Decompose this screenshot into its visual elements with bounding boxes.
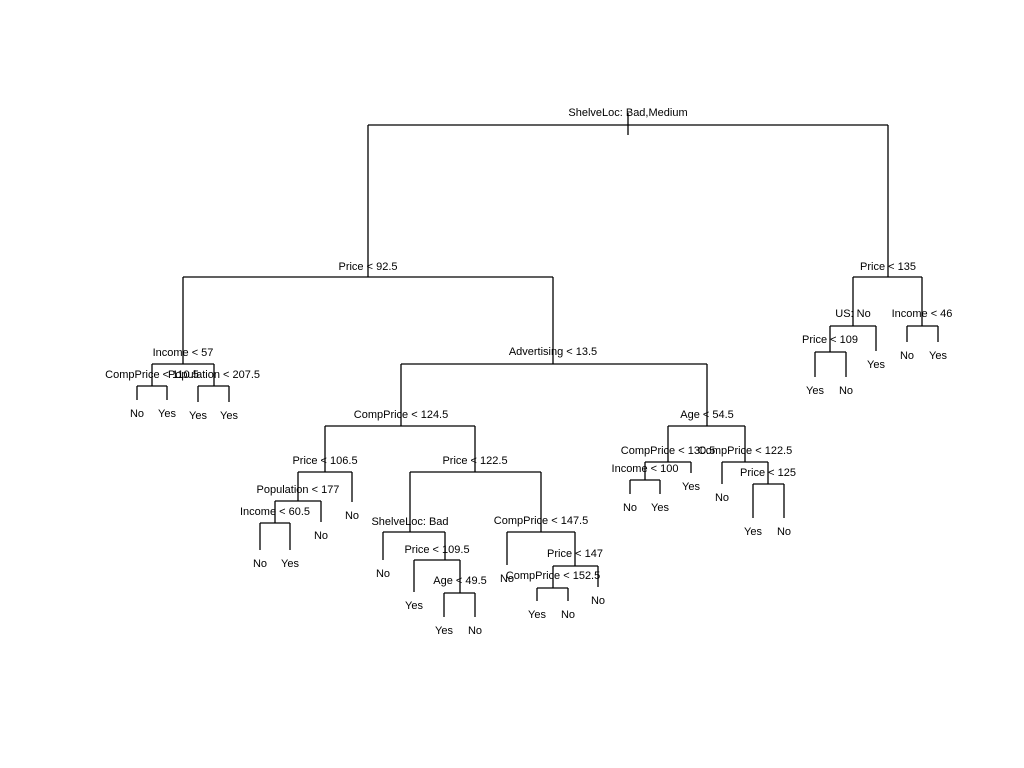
leaf-label: Yes [528, 609, 546, 621]
leaf-label: Yes [220, 410, 238, 422]
split-label-compprice-147-5: CompPrice < 147.5 [494, 515, 588, 527]
split-label-population-177: Population < 177 [257, 484, 340, 496]
leaf-label: Yes [281, 558, 299, 570]
split-label-income-100: Income < 100 [612, 463, 679, 475]
leaf-label: Yes [435, 625, 453, 637]
split-label-price-109-5: Price < 109.5 [404, 544, 469, 556]
split-label-age-49-5: Age < 49.5 [433, 575, 487, 587]
leaf-label: No [561, 609, 575, 621]
split-label-price-106-5: Price < 106.5 [292, 455, 357, 467]
split-label-compprice-124-5: CompPrice < 124.5 [354, 409, 448, 421]
split-label-price-109: Price < 109 [802, 334, 858, 346]
leaf-label: Yes [158, 408, 176, 420]
leaf-label: No [376, 568, 390, 580]
leaf-label: Yes [651, 502, 669, 514]
leaf-label: No [591, 595, 605, 607]
leaf-label: No [715, 492, 729, 504]
split-label-income-57: Income < 57 [153, 347, 214, 359]
split-label-advertising-13-5: Advertising < 13.5 [509, 346, 597, 358]
split-label-shelveloc-bad: ShelveLoc: Bad [371, 516, 448, 528]
leaf-label: No [468, 625, 482, 637]
split-label-compprice-122-5: CompPrice < 122.5 [698, 445, 792, 457]
leaf-label: No [314, 530, 328, 542]
leaf-label: No [345, 510, 359, 522]
leaf-label: No [777, 526, 791, 538]
leaf-label: No [130, 408, 144, 420]
leaf-label: No [900, 350, 914, 362]
split-label-compprice-110-5: CompPrice < 110.5 [105, 369, 199, 381]
leaf-label: No [500, 573, 514, 585]
split-label-population-207-5: Population < 207.5 [168, 369, 260, 381]
split-label-price-122-5: Price < 122.5 [442, 455, 507, 467]
leaf-label: Yes [929, 350, 947, 362]
split-label-price-135: Price < 135 [860, 261, 916, 273]
split-label-compprice-152-5: CompPrice < 152.5 [506, 570, 600, 582]
leaf-label: No [839, 385, 853, 397]
split-label-income-46: Income < 46 [892, 308, 953, 320]
leaf-label: Yes [744, 526, 762, 538]
leaf-label: No [253, 558, 267, 570]
leaf-label: Yes [405, 600, 423, 612]
split-label-income-60-5: Income < 60.5 [240, 506, 310, 518]
split-label-age-54-5: Age < 54.5 [680, 409, 734, 421]
split-label-price-92-5: Price < 92.5 [338, 261, 397, 273]
split-label-us-no: US: No [835, 308, 870, 320]
leaf-label: Yes [806, 385, 824, 397]
split-label-shelveloc-bad-medium: ShelveLoc: Bad,Medium [568, 107, 687, 119]
leaf-label: Yes [682, 481, 700, 493]
split-label-compprice-130-5: CompPrice < 130.5 [621, 445, 715, 457]
split-label-price-125: Price < 125 [740, 467, 796, 479]
leaf-label: No [623, 502, 637, 514]
leaf-label: Yes [189, 410, 207, 422]
split-label-price-147: Price < 147 [547, 548, 603, 560]
leaf-label: Yes [867, 359, 885, 371]
